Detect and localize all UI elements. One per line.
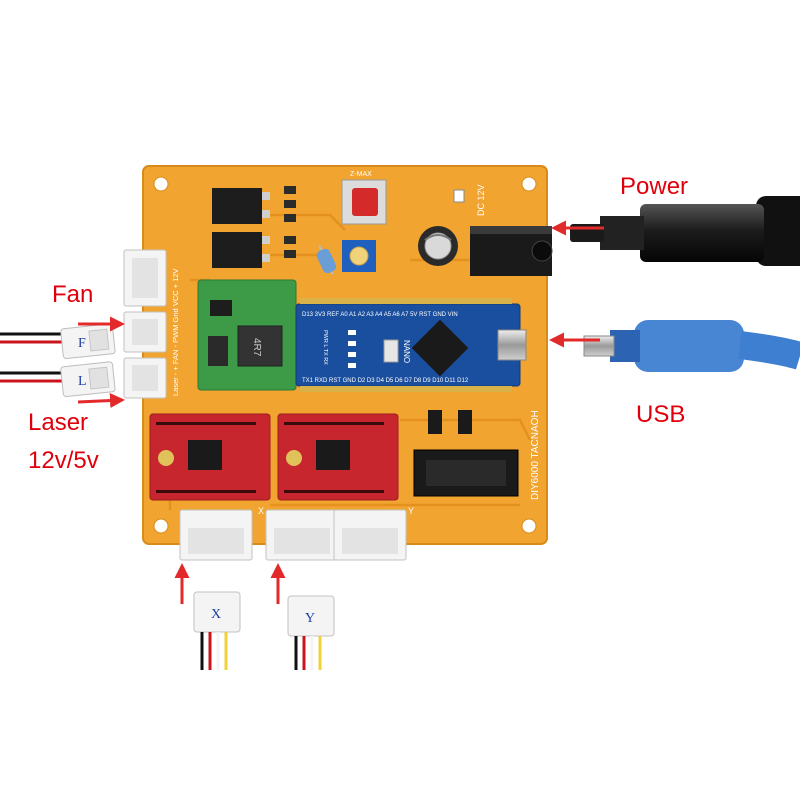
dc-12v-silkscreen: DC 12V [476,184,486,216]
resistor [316,245,337,275]
fan-cable [0,323,116,360]
dc-power-jack [470,226,553,276]
limit-jumpers [428,410,472,434]
axis-x-silkscreen: X [258,506,264,516]
power-label: Power [620,173,689,200]
idc-header [413,449,519,497]
capacitor [418,226,458,266]
arduino-nano [295,298,527,392]
motor-header-z [333,509,407,561]
laser-plug-tag: L [78,374,87,389]
power-plug [570,196,800,266]
nano-bottom-pins: TX1 RXD RST GND D2 D3 D4 D5 D6 D7 D8 D9 … [302,378,469,384]
usb-label: USB [636,401,686,428]
mosfet-bottom [212,232,270,268]
laser-cable [0,361,116,398]
callout-arrows [77,220,604,604]
x-plug-tag: X [211,607,221,622]
fan-header [123,249,167,307]
nano-led-labels: PWR L TX RX [322,330,328,365]
usb-cable [583,320,800,372]
motor-header-x [179,509,253,561]
stepper-driver-x [149,413,271,501]
fan-laser-header [123,311,167,353]
nano-top-pins: D13 3V3 REF A0 A1 A2 A3 A4 A5 A6 A7 5V R… [302,312,458,318]
header-power-silkscreen: Laser - + FAN - PWM Gnd VCC + 12V [171,268,180,396]
laser-label: Laser [28,409,89,436]
y-motor-cable [287,595,335,670]
axis-y-silkscreen: Y [408,506,414,516]
fan-label: Fan [52,281,94,308]
laser-voltage-label: 12v/5v [28,447,99,474]
y-plug-tag: Y [305,611,315,626]
mosfet-top [212,188,270,224]
fan-plug-tag: F [78,336,86,351]
laser-arrow [77,393,125,409]
smd-resistors [284,186,296,258]
power-led [453,189,465,203]
motor-header-y [265,509,339,561]
nano-label: NANO [402,340,411,363]
x-motor-cable [193,591,241,670]
buck-converter: 4R7 [197,279,297,391]
potentiometer [342,240,376,272]
z-max-silkscreen: Z-MAX [350,171,372,178]
inductor-label: 4R7 [251,338,262,357]
reset-button [341,179,387,225]
stepper-driver-y [277,413,399,501]
laser-header [123,357,167,399]
brand-silkscreen: DIY6000 TACNAOH [530,410,541,500]
